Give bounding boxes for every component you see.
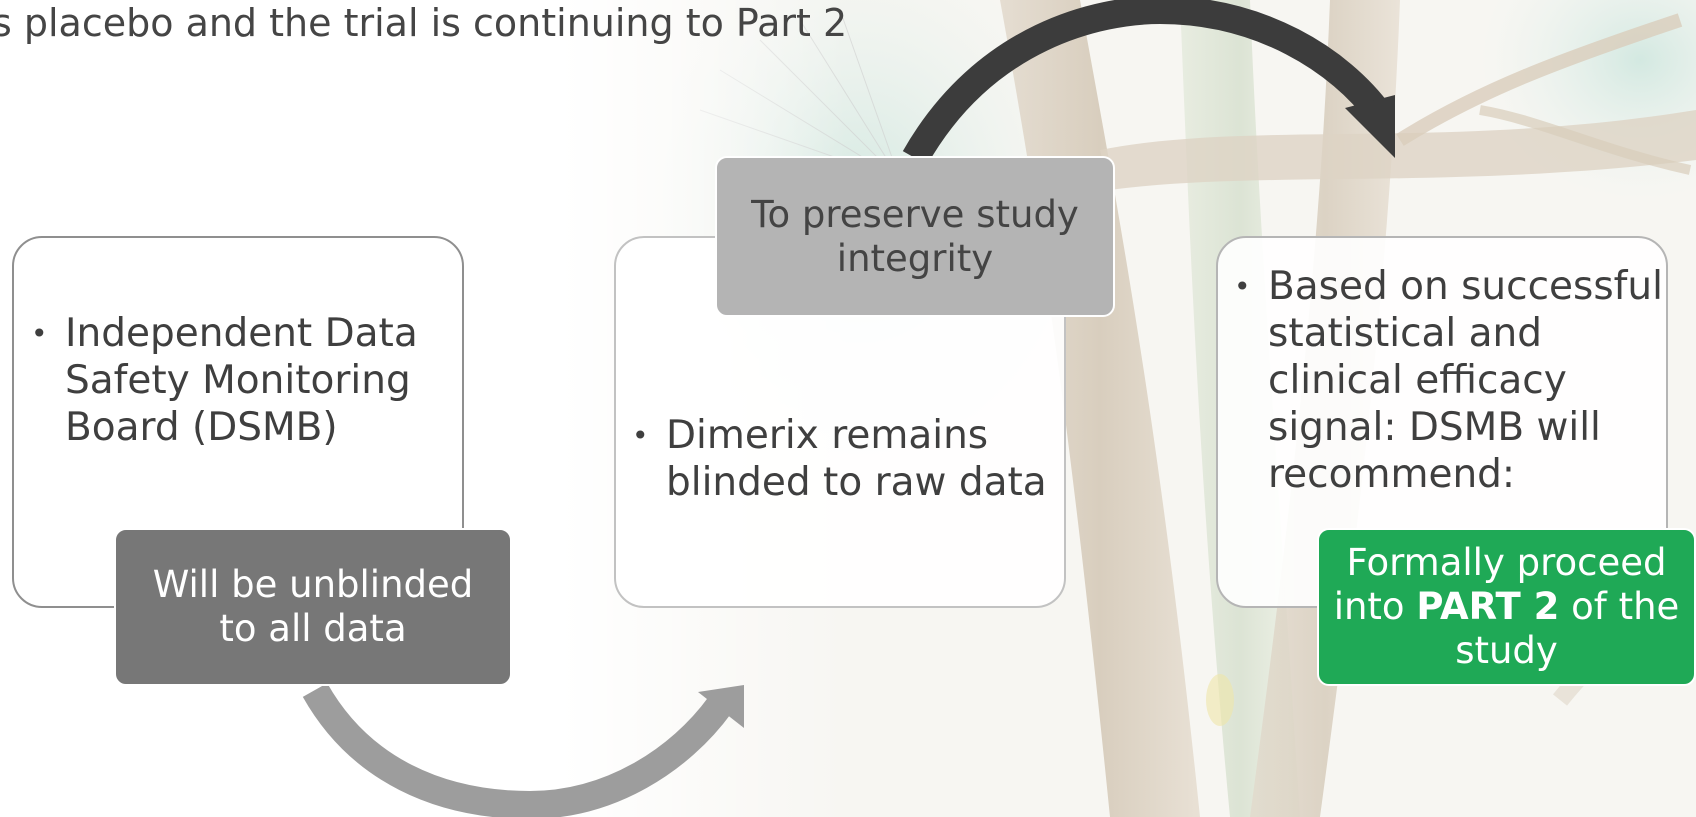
step-2-tag: To preserve study integrity xyxy=(715,156,1115,317)
step-2-tag-label: To preserve study integrity xyxy=(751,192,1079,280)
step-1-tag: Will be unblinded to all data xyxy=(114,528,512,686)
step-3-tag-text-after: of the study xyxy=(1455,585,1680,672)
step-3-tag-bold: PART 2 xyxy=(1416,585,1560,628)
header-text: s placebo and the trial is continuing to… xyxy=(0,1,848,45)
step-2-bullet: Dimerix remains blinded to raw data xyxy=(632,412,1052,506)
step-3-tag: Formally proceed into PART 2 of the stud… xyxy=(1317,528,1696,686)
step-3-bullet: Based on successful statistical and clin… xyxy=(1234,263,1664,498)
step-1-bullets: Independent Data Safety Monitoring Board… xyxy=(31,310,431,451)
step-3-tag-text-before: Formally proceed into xyxy=(1333,541,1667,628)
step-3-tag-label: Formally proceed into PART 2 of the stud… xyxy=(1331,541,1682,673)
step-3-bullets: Based on successful statistical and clin… xyxy=(1234,263,1664,498)
step-1-bullet: Independent Data Safety Monitoring Board… xyxy=(31,310,431,451)
step-2-bullets: Dimerix remains blinded to raw data xyxy=(632,412,1052,506)
step-1-tag-label: Will be unblinded to all data xyxy=(152,563,474,650)
